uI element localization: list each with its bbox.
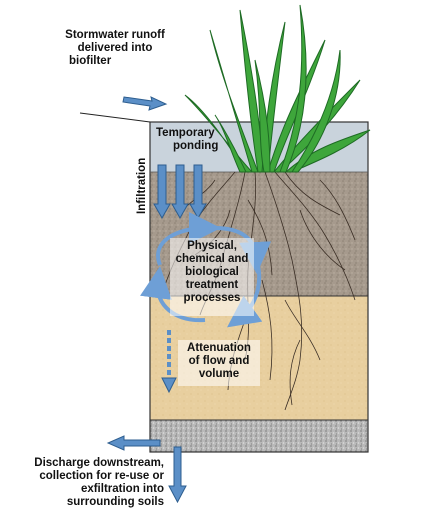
discharge-label: Discharge downstream, collection for re-… (34, 457, 164, 508)
treatment-label: Physical, chemical and biological treatm… (175, 240, 249, 304)
treatment-label-bg (170, 238, 254, 316)
runoff-arrow (122, 96, 168, 111)
runoff-label: Stormwater runoff delivered into biofilt… (65, 29, 165, 67)
attenuation-label: Attenuation of flow and volume (187, 342, 251, 380)
infiltration-arrow-1 (153, 164, 171, 220)
infiltration-arrow-3 (189, 164, 207, 220)
ponding-label: Temporary ponding (156, 127, 219, 152)
attenuation-arrow (161, 330, 177, 394)
infiltration-label: Infiltration (136, 157, 148, 214)
infiltration-arrow-2 (171, 164, 189, 220)
attenuation-label-bg (178, 340, 260, 386)
grass-plant (184, 4, 371, 173)
discharge-vertical-arrow (168, 446, 187, 504)
inlet-line (79, 112, 151, 123)
infiltration-arrows (153, 164, 207, 220)
discharge-horizontal-arrow (106, 435, 161, 451)
gravel-layer (150, 420, 368, 452)
